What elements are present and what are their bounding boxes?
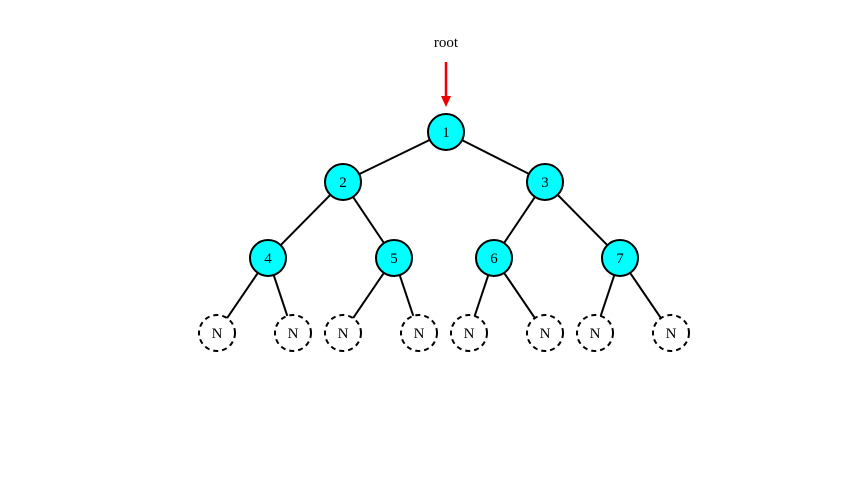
edge-n3-n6 bbox=[503, 196, 536, 244]
node-label: 3 bbox=[541, 175, 549, 191]
null-node-n7r: N bbox=[652, 314, 690, 352]
edge-n1-n3 bbox=[461, 139, 530, 175]
node-label: N bbox=[666, 326, 677, 342]
node-label: N bbox=[212, 326, 223, 342]
node-circle bbox=[526, 163, 564, 201]
node-circle bbox=[375, 239, 413, 277]
node-circle bbox=[450, 314, 488, 352]
node-label: 1 bbox=[442, 125, 450, 141]
edge-n4-n4l bbox=[226, 272, 259, 319]
null-node-n5r: N bbox=[400, 314, 438, 352]
node-label: N bbox=[414, 326, 425, 342]
edge-n6-n6r bbox=[503, 272, 536, 319]
null-node-n6r: N bbox=[526, 314, 564, 352]
node-circle bbox=[475, 239, 513, 277]
null-node-n4r: N bbox=[274, 314, 312, 352]
edge-n6-n6l bbox=[473, 274, 490, 317]
node-label: 6 bbox=[490, 251, 498, 267]
node-label: N bbox=[540, 326, 551, 342]
tree-edges bbox=[226, 138, 662, 319]
tree-node-n6: 6 bbox=[475, 239, 513, 277]
node-circle bbox=[526, 314, 564, 352]
edge-n7-n7l bbox=[599, 274, 616, 317]
root-arrow-head bbox=[441, 96, 451, 107]
tree-node-n7: 7 bbox=[601, 239, 639, 277]
node-label: 4 bbox=[264, 251, 272, 267]
node-label: 5 bbox=[390, 251, 398, 267]
edge-n7-n7r bbox=[629, 272, 662, 319]
tree-nodes: 1 2 3 4 5 6 7N N N N N N N N bbox=[198, 113, 690, 352]
edge-n2-n5 bbox=[352, 196, 385, 244]
tree-node-n4: 4 bbox=[249, 239, 287, 277]
node-circle bbox=[601, 239, 639, 277]
root-label: root bbox=[434, 35, 459, 51]
tree-node-n1: 1 bbox=[427, 113, 465, 151]
edge-n3-n7 bbox=[556, 194, 609, 246]
null-node-n5l: N bbox=[324, 314, 362, 352]
tree-node-n3: 3 bbox=[526, 163, 564, 201]
node-label: N bbox=[590, 326, 601, 342]
null-node-n6l: N bbox=[450, 314, 488, 352]
edge-n5-n5l bbox=[352, 272, 385, 319]
edge-n1-n2 bbox=[358, 138, 431, 176]
node-circle bbox=[324, 314, 362, 352]
node-circle bbox=[324, 163, 362, 201]
node-label: 2 bbox=[339, 175, 347, 191]
node-label: 7 bbox=[616, 251, 624, 267]
edge-n4-n4r bbox=[272, 274, 289, 317]
node-circle bbox=[427, 113, 465, 151]
node-circle bbox=[249, 239, 287, 277]
node-label: N bbox=[464, 326, 475, 342]
edge-n5-n5r bbox=[398, 274, 415, 317]
node-label: N bbox=[288, 326, 299, 342]
node-label: N bbox=[338, 326, 349, 342]
null-node-n4l: N bbox=[198, 314, 236, 352]
null-node-n7l: N bbox=[576, 314, 614, 352]
node-circle bbox=[400, 314, 438, 352]
node-circle bbox=[274, 314, 312, 352]
tree-node-n5: 5 bbox=[375, 239, 413, 277]
edge-n2-n4 bbox=[279, 194, 332, 246]
node-circle bbox=[198, 314, 236, 352]
node-circle bbox=[576, 314, 614, 352]
tree-node-n2: 2 bbox=[324, 163, 362, 201]
node-circle bbox=[652, 314, 690, 352]
